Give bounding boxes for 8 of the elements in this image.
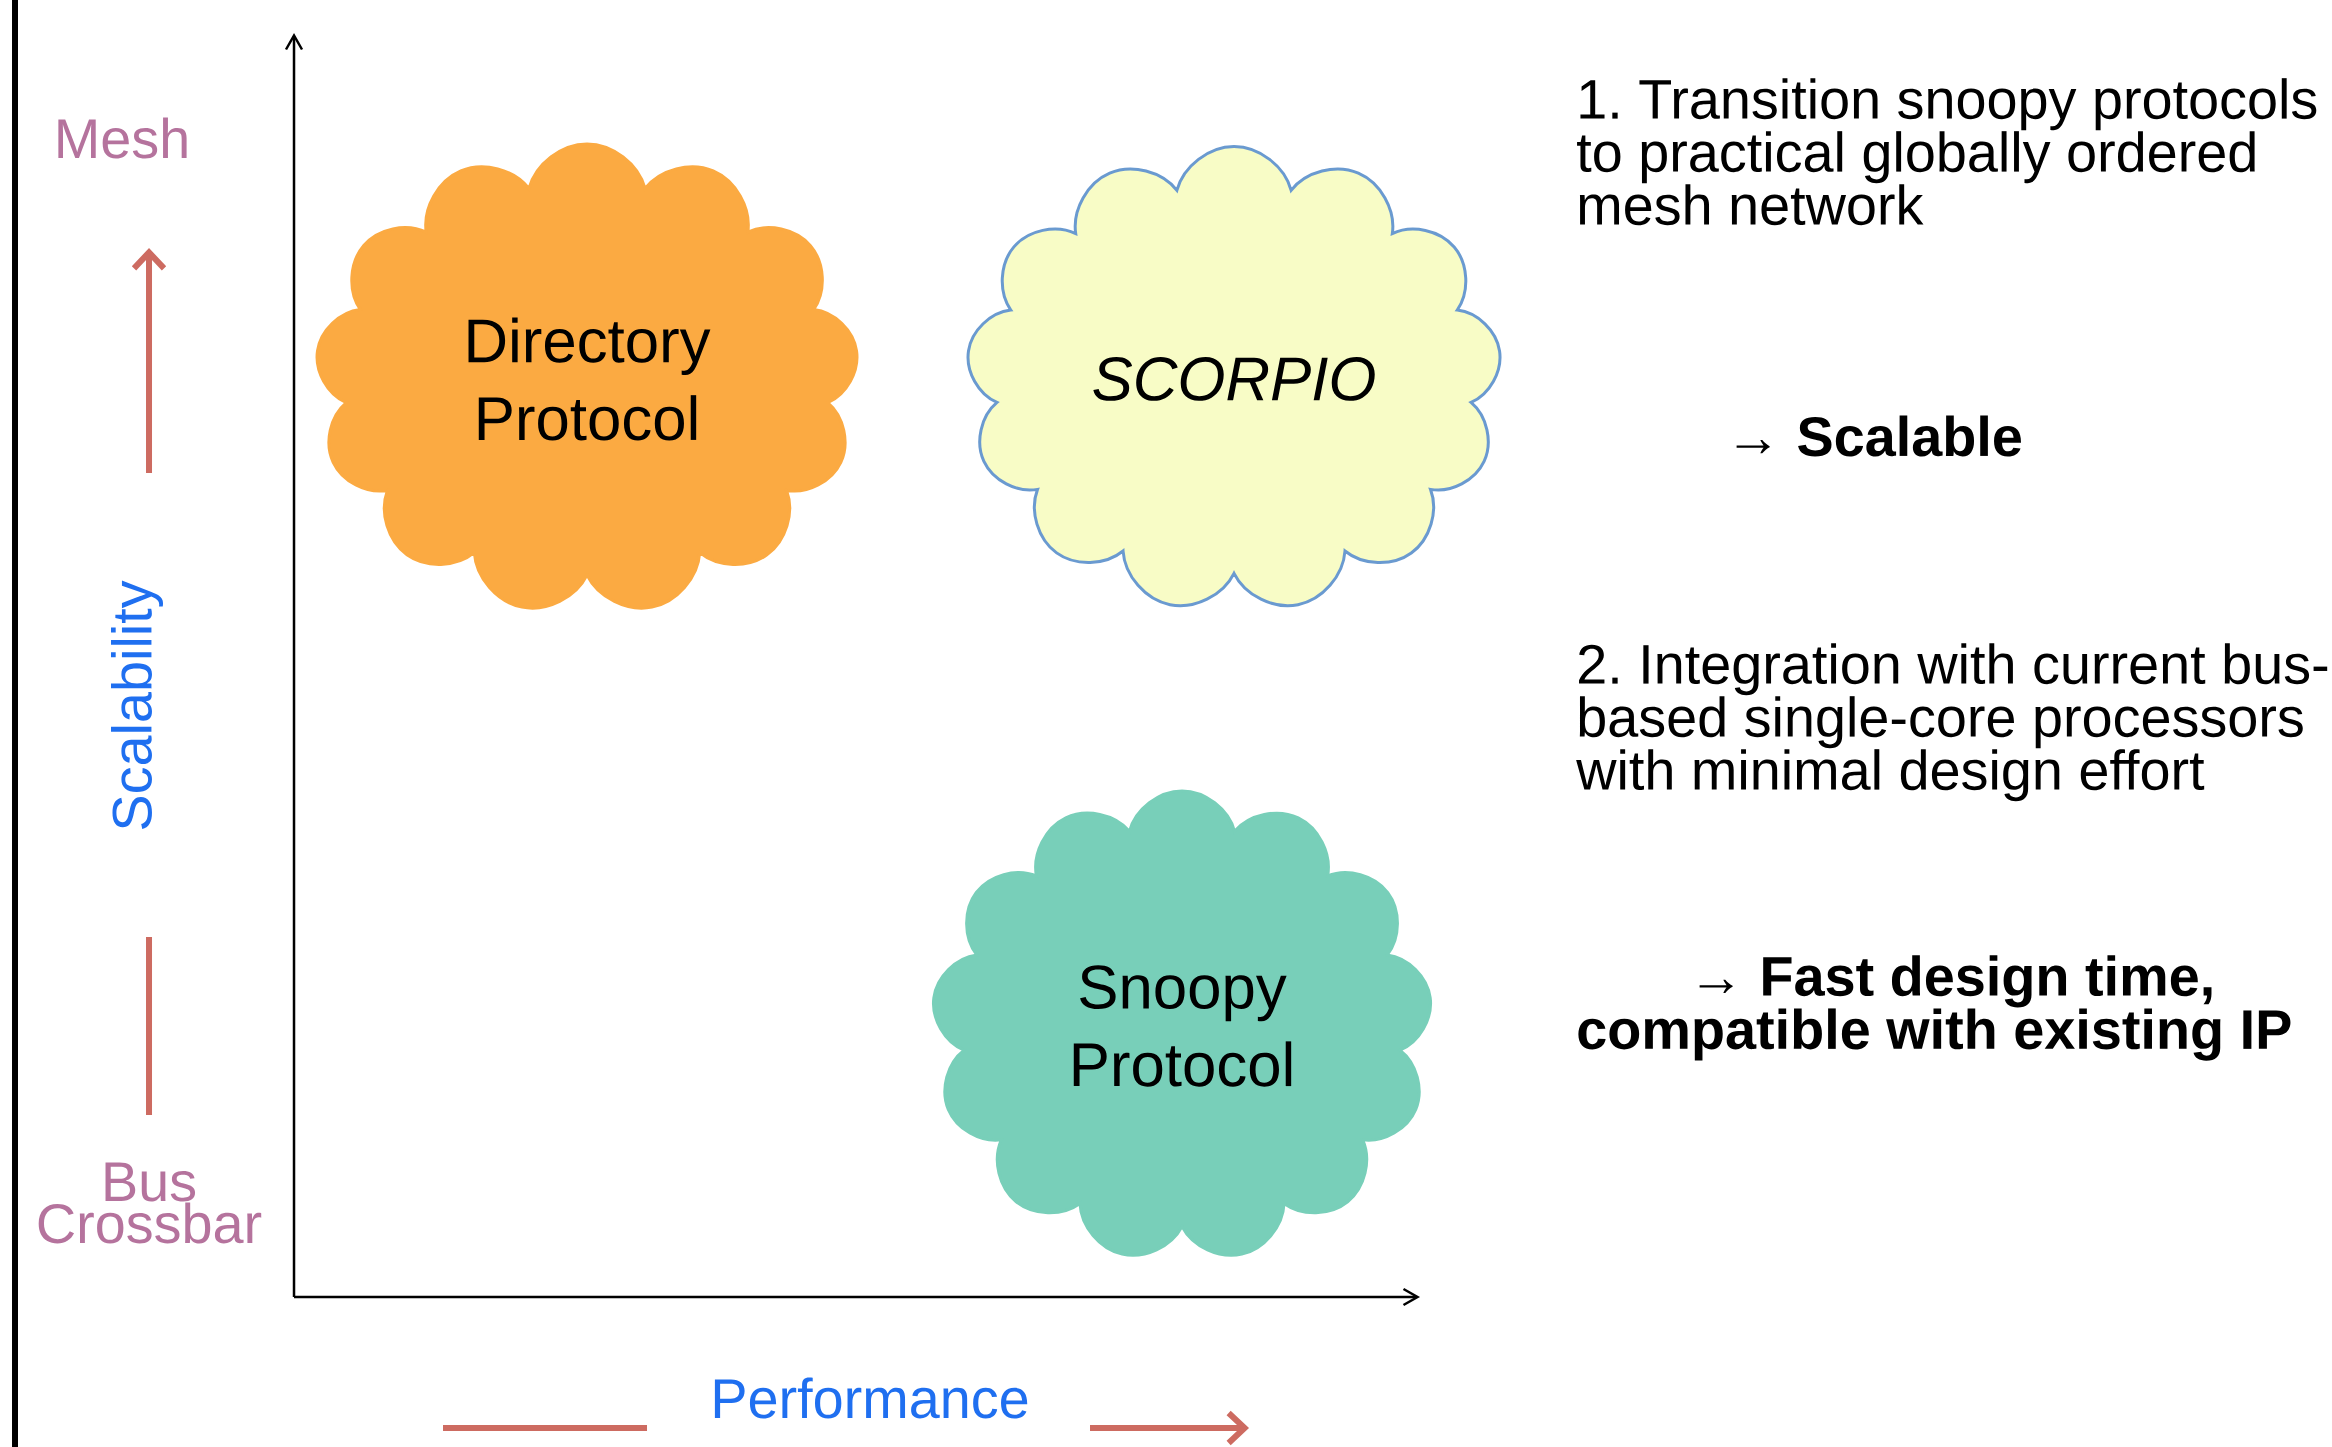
note-text: → Scalable: [1736, 415, 2021, 457]
note-text: → Fast design time, compatible with existing IP: [1578, 955, 2291, 1061]
axis-label: Bus Crossbar: [38, 1162, 262, 1244]
axis-title: Scalability: [111, 580, 163, 830]
axis-title: Performance: [714, 1377, 1028, 1419]
axis-label: Mesh: [58, 117, 187, 159]
note-text: 1. Transition snoopy protocols to practical globally ordered mesh network: [1577, 78, 2317, 226]
note-text: 2. Integration with current bus-based single-core processors with minimal design effort: [1576, 643, 2328, 802]
